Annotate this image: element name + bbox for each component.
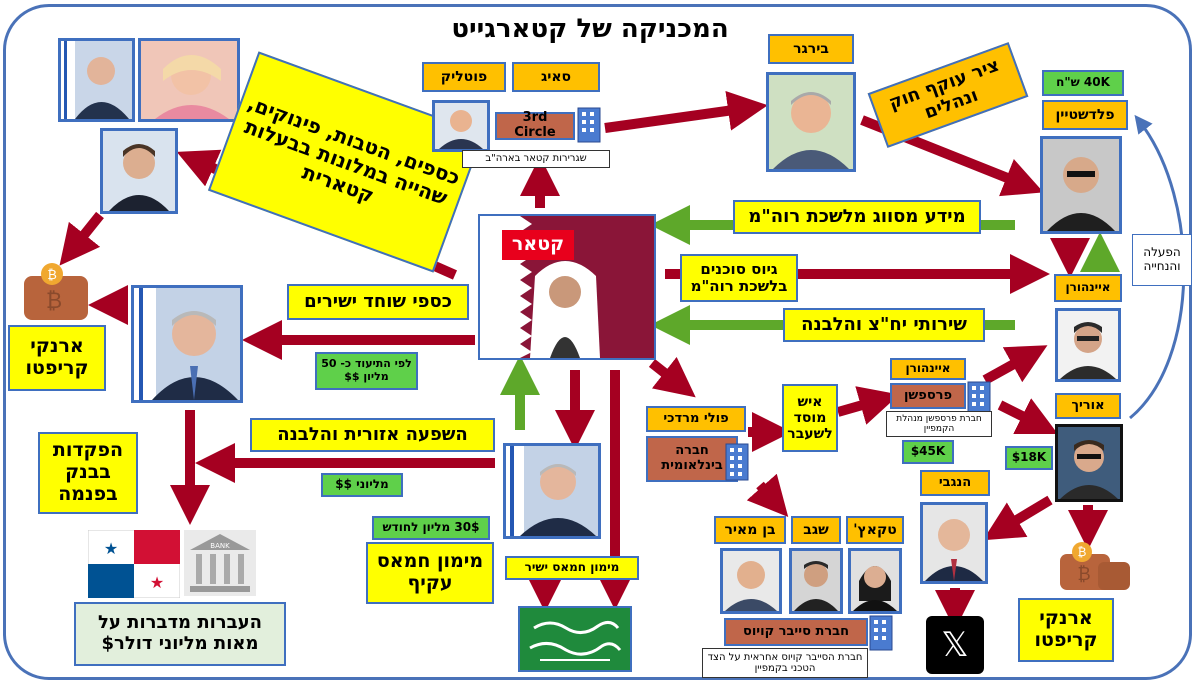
shagav-photo	[789, 548, 843, 614]
arrow-company-to-cyber	[746, 473, 789, 517]
svg-text:★: ★	[150, 573, 164, 592]
x-logo-icon: 𝕏	[926, 616, 984, 674]
negbi-box: הנגבי	[920, 470, 990, 496]
recruit-box: גיוס סוכנים בלשכת רוה"מ	[680, 254, 798, 302]
feldstein-box: פלדשטיין	[1042, 100, 1128, 130]
svg-text:₿: ₿	[46, 289, 62, 314]
third-circle-label: 3rd Circle	[514, 110, 556, 140]
building-icon	[868, 614, 894, 652]
hamas-flag	[518, 606, 632, 672]
millions-box: מליוני $$	[321, 473, 403, 497]
cyber-company-box: חברת סייבר קויוס	[724, 618, 868, 646]
money-45-box: $45K	[902, 440, 954, 464]
netanyahu-photo-bottom	[503, 443, 601, 539]
hamas-indirect-box: מימון חמאס עקיף	[366, 542, 494, 604]
arrow-qatar-to-poli	[648, 356, 696, 398]
arrow-perception-to-urich	[997, 398, 1058, 434]
yair-photo	[100, 128, 178, 214]
building-icon	[966, 380, 992, 416]
panama-flag: ★★	[87, 529, 181, 599]
saig-box: סאיג	[512, 62, 600, 92]
poli-box: פולי מרדכי	[646, 406, 746, 432]
saig-photo	[432, 100, 490, 152]
building-icon	[576, 106, 602, 144]
netanyahu-photo-main	[131, 285, 243, 403]
svg-text:₿: ₿	[1078, 545, 1087, 559]
perception-box: פרספשן	[890, 383, 966, 409]
urich-box: אוריך	[1055, 393, 1121, 419]
wallet-icon: ₿₿	[1060, 542, 1130, 590]
feldstein-photo	[1040, 136, 1122, 234]
svg-text:₿: ₿	[47, 268, 57, 283]
arrow-urich-to-negbi	[982, 495, 1053, 541]
embassy-note: שגרירות קטאר בארה"ב	[462, 150, 610, 168]
hamas-direct-box: מימון חמאס ישיר	[505, 556, 639, 580]
birger-box: בירגר	[768, 34, 854, 64]
urich-money-box: $18K	[1005, 446, 1053, 470]
documented-box: לפי התיעוד כ- 50 מליון $$	[315, 352, 418, 390]
tkach-box: טקאץ'	[846, 516, 904, 544]
crypto-left-box: ארנקי קריפטו	[8, 325, 106, 391]
urich-photo	[1055, 424, 1123, 502]
einhorn-photo	[1055, 308, 1121, 382]
crypto-wallet-right: ₿₿	[1058, 540, 1132, 592]
arrow-yair-to-crypto	[59, 211, 104, 266]
activation-box: הפעלה והנחייה	[1132, 234, 1192, 286]
arrow-perception-to-einhorn	[982, 345, 1048, 385]
netanyahu-photo-small	[58, 38, 135, 122]
bank-text: BANK	[210, 542, 230, 550]
building-icon	[724, 442, 750, 482]
laundering-box: השפעה אזורית והלבנה	[250, 418, 495, 452]
diagram-title: המכניקה של קטארגייט	[451, 14, 729, 45]
cyber-note: חברת הסייבר קויוס אחראית על הצד הטכני בק…	[702, 648, 868, 678]
crypto-wallet-left: ₿₿	[22, 262, 92, 322]
bribe-cash-box: כספי שוחד ישירים	[287, 284, 469, 320]
intl-company-box: חברה בינלאומית	[646, 436, 738, 482]
negbi-photo	[920, 502, 988, 584]
transfers-box: העברות מדברות על מאות מליוני דולר$	[74, 602, 286, 666]
tkach-photo	[848, 548, 902, 614]
third-circle-box: 3rd Circle	[495, 110, 575, 140]
arrow-trusted-to-perception	[836, 386, 900, 425]
wallet-icon: ₿₿	[24, 263, 88, 320]
bank-icon: BANK	[184, 530, 256, 596]
qatar-flag-box: קטאר	[478, 214, 656, 360]
arrow-3rdcircle-to-birger	[604, 90, 768, 133]
birger-photo	[766, 72, 856, 172]
trusted-box: איש מוסד לשעבר	[782, 384, 838, 452]
qatar-label: קטאר	[502, 230, 574, 260]
shagav-box: שגב	[791, 516, 841, 544]
ben-meir-photo	[720, 548, 782, 614]
ben-meir-box: בן מאיר	[714, 516, 786, 544]
perception-note: חברת פרספשן מנהלת הקמפיין	[886, 411, 992, 437]
einhorn-box: איינהורן	[1054, 274, 1122, 302]
svg-text:★: ★	[104, 539, 118, 558]
potlik-box: פוטליק	[422, 62, 506, 92]
panama-deposits-box: הפקדות בבנק בפנמה	[38, 432, 138, 514]
sara-photo	[138, 38, 240, 122]
einhorn2-box: איינהורן	[890, 358, 966, 380]
crypto-right-box: ארנקי קריפטו	[1018, 598, 1114, 662]
classified-box: מידע מסווג מלשכת רוה"מ	[733, 200, 981, 234]
pr-box: שירותי יח"צ והלבנה	[783, 308, 985, 342]
monthly-box: 30$ מליון לחודש	[372, 516, 490, 540]
svg-text:₿: ₿	[1077, 564, 1090, 585]
feldstein-money-box: 40K ש"ח	[1042, 70, 1124, 96]
